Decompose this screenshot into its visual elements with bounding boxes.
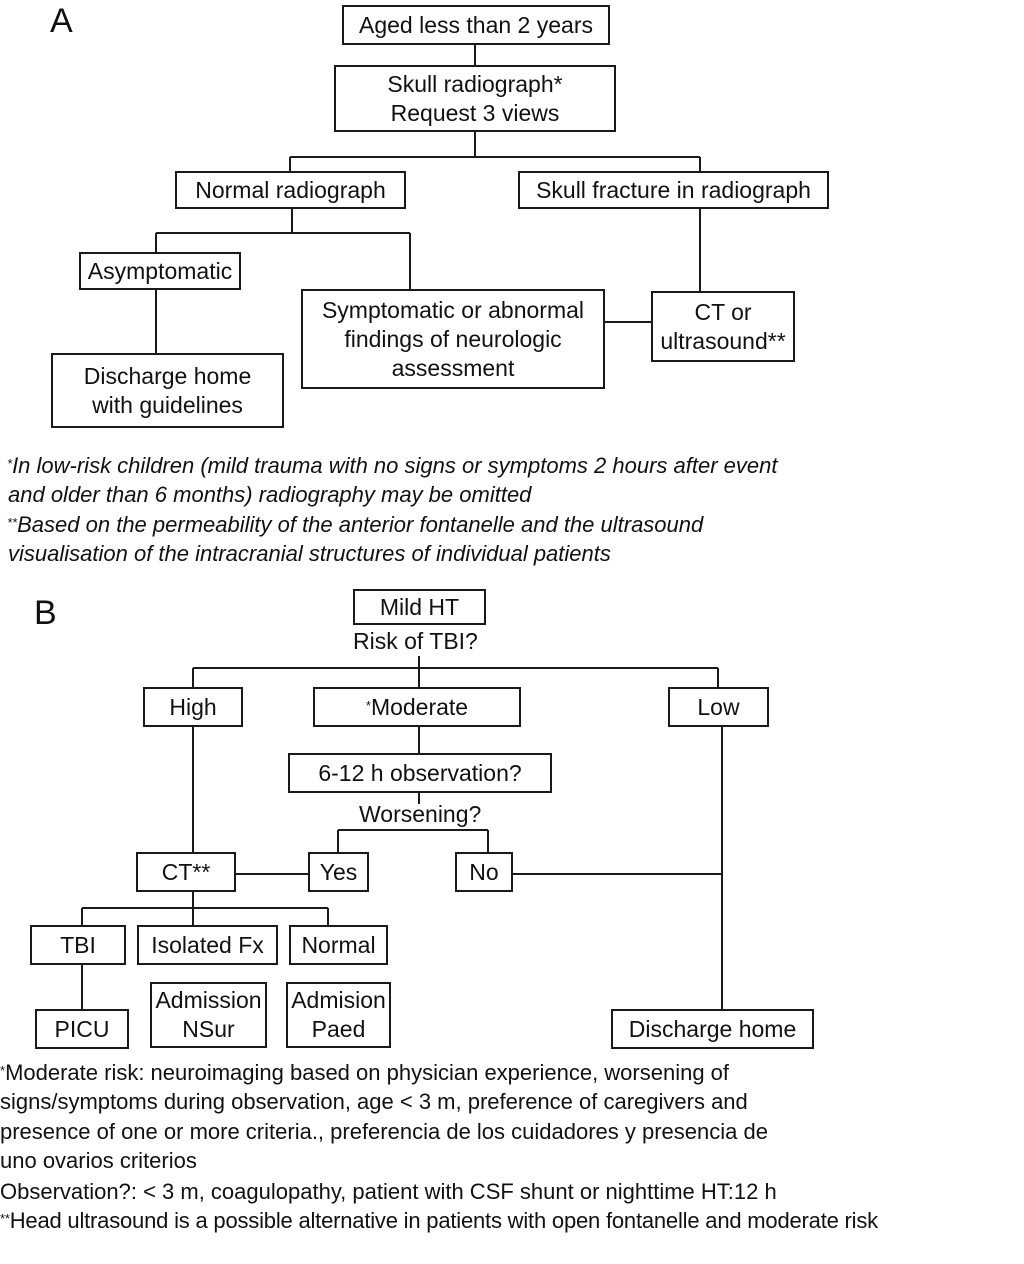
- footnote-marker: **: [7, 515, 18, 530]
- picu-box: PICU: [35, 1009, 129, 1049]
- symptomatic-box: Symptomatic or abnormal findings of neur…: [301, 289, 605, 389]
- symptomatic-line3: assessment: [391, 354, 515, 381]
- admission-nsur-line2: NSur: [182, 1016, 235, 1042]
- mild-ht-box: Mild HT: [353, 589, 486, 625]
- discharge-home-box: Discharge home: [611, 1009, 814, 1049]
- discharge-home-text: Discharge home: [628, 1015, 797, 1042]
- admission-nsur-line1: Admission: [155, 987, 262, 1013]
- isolated-fx-box: Isolated Fx: [137, 925, 278, 965]
- age-box: Aged less than 2 years: [342, 5, 610, 45]
- skull-fracture-box: Skull fracture in radiograph: [518, 171, 829, 209]
- yes-box: Yes: [308, 852, 369, 892]
- panel-a-label: A: [50, 2, 73, 40]
- moderate-risk-box: *Moderate: [313, 687, 521, 727]
- panel-a-footnote-2-line1: **Based on the permeability of the anter…: [7, 512, 704, 537]
- panel-a-footnote-1-line2: and older than 6 months) radiography may…: [8, 482, 532, 507]
- normal-ct-box: Normal: [289, 925, 388, 965]
- low-risk-text: Low: [697, 693, 740, 720]
- yes-text: Yes: [319, 858, 358, 885]
- asymptomatic-text: Asymptomatic: [87, 257, 233, 284]
- panel-a-footnote-1-line1: *In low-risk children (mild trauma with …: [7, 453, 778, 478]
- observation-box: 6-12 h observation?: [288, 753, 552, 793]
- discharge-guidelines-line1: Discharge home: [83, 362, 252, 389]
- ct-ultrasound-box: CT or ultrasound**: [651, 291, 795, 362]
- panel-b-footnote-1-line3: presence of one or more criteria., prefe…: [0, 1119, 768, 1144]
- panel-b-footnote-2: Observation?: < 3 m, coagulopathy, patie…: [0, 1179, 777, 1204]
- admission-paed-line1: Admision: [291, 987, 386, 1013]
- normal-radiograph-text: Normal radiograph: [195, 176, 386, 203]
- picu-text: PICU: [54, 1015, 110, 1042]
- discharge-guidelines-line2: with guidelines: [92, 391, 243, 418]
- no-text: No: [469, 858, 499, 885]
- panel-a-footnote-2-line2: visualisation of the intracranial struct…: [8, 541, 611, 566]
- ct-ultrasound-line2: ultrasound**: [660, 327, 786, 354]
- age-text: Aged less than 2 years: [359, 11, 593, 38]
- ct-text: CT**: [161, 858, 211, 885]
- high-risk-text: High: [169, 693, 217, 720]
- mild-ht-text: Mild HT: [379, 593, 460, 620]
- normal-radiograph-box: Normal radiograph: [175, 171, 406, 209]
- panel-b-label: B: [34, 594, 57, 632]
- low-risk-box: Low: [668, 687, 769, 727]
- footnote-marker: *: [7, 456, 13, 471]
- skull-fracture-text: Skull fracture in radiograph: [536, 176, 811, 203]
- normal-ct-text: Normal: [301, 931, 376, 958]
- skull-radiograph-box: Skull radiograph* Request 3 views: [334, 65, 616, 132]
- symptomatic-line2: findings of neurologic: [344, 325, 562, 352]
- footnote-marker: *: [0, 1063, 6, 1078]
- admission-paed-line2: Paed: [311, 1016, 366, 1042]
- discharge-guidelines-box: Discharge home with guidelines: [51, 353, 284, 428]
- symptomatic-line1: Symptomatic or abnormal: [321, 296, 585, 323]
- panel-b-footnote-3: **Head ultrasound is a possible alternat…: [0, 1208, 878, 1233]
- asymptomatic-box: Asymptomatic: [79, 252, 241, 290]
- moderate-risk-text: *Moderate: [365, 693, 469, 720]
- ct-ultrasound-line1: CT or: [694, 298, 752, 325]
- moderate-marker: *: [365, 697, 371, 713]
- observation-text: 6-12 h observation?: [318, 759, 522, 786]
- risk-of-tbi-question: Risk of TBI?: [353, 628, 478, 654]
- panel-b-footnote-1-line2: signs/symptoms during observation, age <…: [0, 1089, 748, 1114]
- admission-nsur-box: Admission NSur: [150, 982, 267, 1048]
- skull-radiograph-line1: Skull radiograph*: [387, 70, 563, 97]
- footnote-marker: **: [0, 1211, 10, 1226]
- high-risk-box: High: [143, 687, 243, 727]
- no-box: No: [455, 852, 513, 892]
- panel-b-footnote-1-line1: *Moderate risk: neuroimaging based on ph…: [0, 1060, 730, 1085]
- skull-radiograph-line2: Request 3 views: [390, 99, 560, 126]
- tbi-box: TBI: [30, 925, 126, 965]
- worsening-question: Worsening?: [359, 801, 482, 827]
- admission-paed-box: Admision Paed: [286, 982, 391, 1048]
- panel-b-footnote-1-line4: uno ovarios criterios: [0, 1148, 197, 1173]
- isolated-fx-text: Isolated Fx: [151, 931, 264, 958]
- tbi-text: TBI: [60, 931, 96, 958]
- ct-box: CT**: [136, 852, 236, 892]
